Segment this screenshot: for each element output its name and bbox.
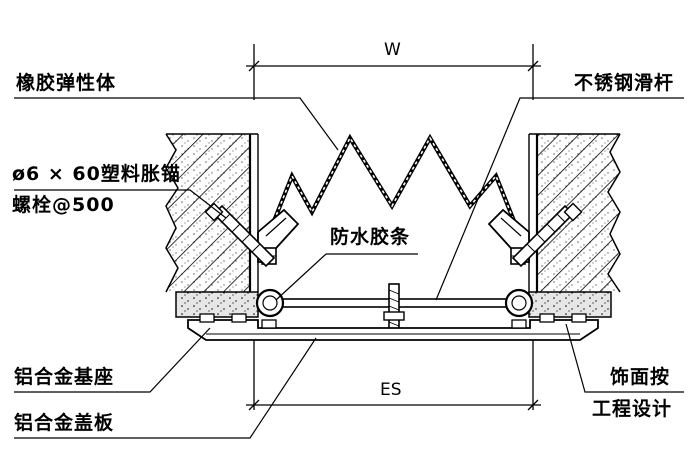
leader-lines (14, 97, 684, 439)
label-rubber-elastomer: 橡胶弹性体 (16, 72, 117, 94)
label-aluminum-cover: 铝合金盖板 (14, 412, 115, 434)
label-anchor-bolt-line1: ø6 × 60塑料胀锚 (12, 163, 181, 185)
label-aluminum-base: 铝合金基座 (14, 366, 115, 388)
label-stainless-slide-bar: 不锈钢滑杆 (574, 72, 675, 94)
rubber-elastomer (270, 133, 518, 227)
dimension-w (246, 44, 541, 100)
dimension-w-label: W (384, 40, 401, 60)
dimension-es-label: ES (380, 380, 402, 400)
label-waterproof-strip: 防水胶条 (330, 226, 411, 248)
label-anchor-bolt-line2: 螺栓@500 (12, 194, 115, 216)
right-roller (504, 288, 534, 318)
dimension-es (246, 340, 541, 411)
label-finish-line2: 工程设计 (592, 398, 673, 420)
label-finish-line1: 饰面按 (610, 366, 671, 388)
base-feet (199, 313, 587, 329)
left-anchor-bolt (204, 202, 276, 268)
left-roller (255, 288, 285, 318)
floor-slab-right (528, 291, 612, 318)
right-anchor-bolt (511, 202, 583, 268)
floor-slab-left (175, 291, 259, 318)
aluminum-base (187, 319, 599, 341)
